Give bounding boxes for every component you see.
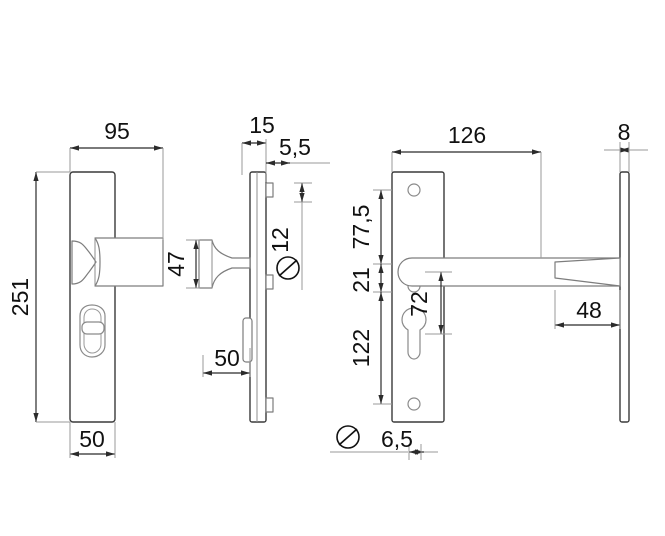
screw-hole-bottom <box>407 397 421 411</box>
dimension-95: 95 <box>69 118 164 240</box>
dimension-47-label: 47 <box>163 251 189 277</box>
lever-stub-side <box>554 257 621 287</box>
diameter-symbol-65-icon <box>336 425 360 449</box>
dimension-126-label: 126 <box>448 122 486 148</box>
dimension-50-mid-label: 50 <box>214 345 240 371</box>
cylinder-cover-side <box>242 317 253 363</box>
cylinder-cover-front <box>79 304 106 358</box>
dimension-50-left: 50 <box>69 422 116 458</box>
fixing-tab-middle <box>265 274 274 290</box>
fixing-tab-bottom <box>265 397 274 413</box>
dimension-8: 8 <box>604 119 648 172</box>
dimension-8-label: 8 <box>618 119 631 145</box>
diameter-symbol-12-icon <box>276 256 300 280</box>
knob-body-front <box>94 237 164 287</box>
dimension-95-label: 95 <box>104 118 130 144</box>
dimension-50-mid: 50 <box>202 345 251 377</box>
dimension-21: 21 <box>348 264 392 293</box>
dimension-55: 5,5 <box>266 134 330 166</box>
dimension-251: 251 <box>7 171 70 423</box>
view-front-knob-plate <box>69 171 164 423</box>
fixing-tab-top <box>265 182 274 198</box>
dimension-diameter-12: 12 <box>267 182 312 290</box>
dimension-48: 48 <box>554 290 621 329</box>
view-side-lever-plate <box>554 171 630 423</box>
dimension-72: 72 <box>406 271 452 335</box>
dimension-diameter-65: 6,5 <box>330 425 438 460</box>
dimension-12-label: 12 <box>267 227 293 253</box>
dimension-72-label: 72 <box>406 291 432 317</box>
lever-plate-side-body <box>619 171 630 423</box>
dimension-55-label: 5,5 <box>279 134 311 160</box>
dimension-126: 126 <box>391 122 542 258</box>
dimension-775-label: 77,5 <box>348 205 374 250</box>
euro-cylinder-keyhole <box>401 307 427 360</box>
dimension-122: 122 <box>348 292 392 405</box>
dimension-775: 77,5 <box>348 189 392 265</box>
knob-plate-body <box>69 171 116 423</box>
dimension-122-label: 122 <box>348 329 374 367</box>
dimension-15-label: 15 <box>249 112 275 138</box>
knob-plate-side-body <box>249 171 267 423</box>
dimension-50-left-label: 50 <box>79 426 105 452</box>
dimension-251-label: 251 <box>7 278 33 316</box>
dimension-48-label: 48 <box>576 297 602 323</box>
screw-hole-top <box>407 183 421 197</box>
dimension-47: 47 <box>163 239 200 289</box>
dimension-21-label: 21 <box>348 267 374 293</box>
knob-neck-front <box>71 240 97 285</box>
lever-plate-body <box>391 171 445 423</box>
dimension-65-label: 6,5 <box>381 426 413 452</box>
